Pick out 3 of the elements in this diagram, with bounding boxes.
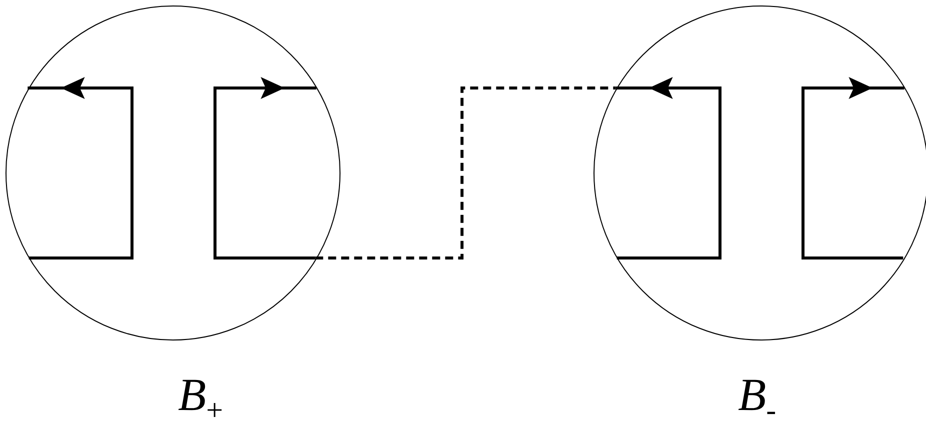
circle-label: B$_{-}$	[738, 369, 776, 429]
circle-label: B$_{+}$	[178, 369, 224, 429]
connector-line	[315, 86, 616, 260]
